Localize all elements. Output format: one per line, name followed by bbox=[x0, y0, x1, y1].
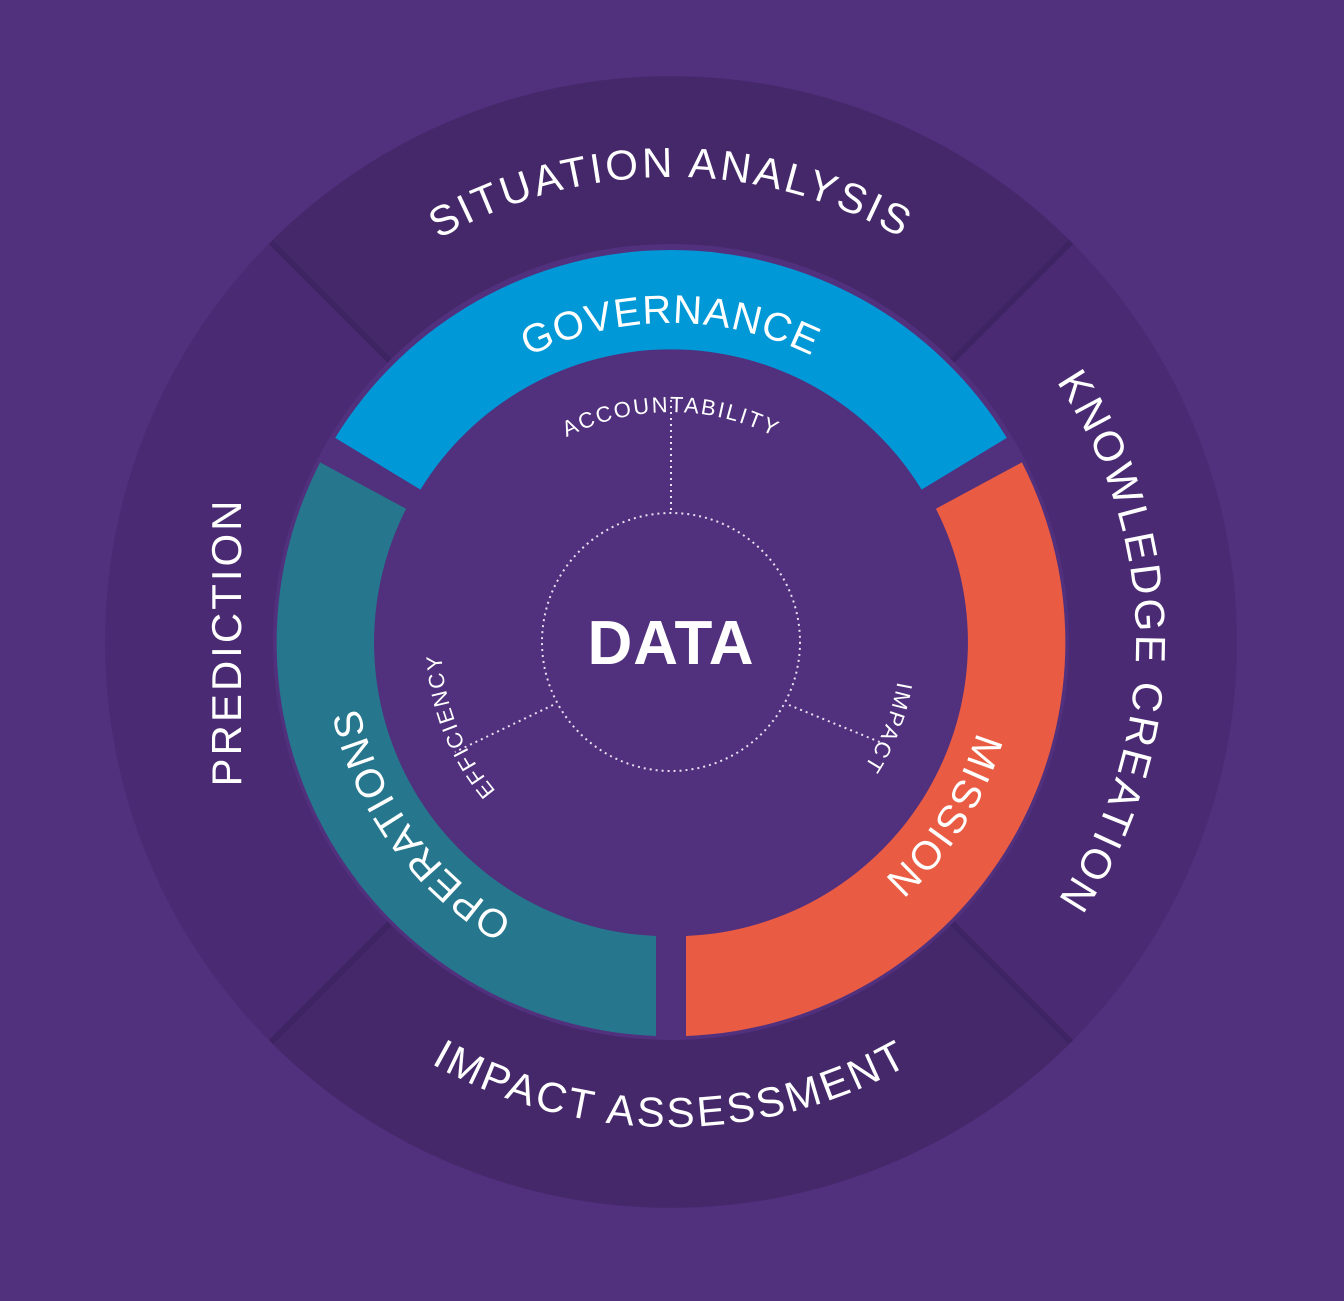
spoke-line-left bbox=[454, 704, 554, 753]
inner-field bbox=[273, 244, 1069, 1040]
outer-label-left: PREDICTION bbox=[203, 497, 250, 786]
bands bbox=[276, 249, 1066, 1036]
center-label: DATA bbox=[588, 609, 755, 678]
spokes bbox=[454, 400, 888, 772]
mission-band bbox=[686, 462, 1066, 1036]
operations-band bbox=[276, 462, 656, 1036]
governance-band bbox=[335, 249, 1007, 490]
center-dotted-circle bbox=[541, 512, 801, 772]
